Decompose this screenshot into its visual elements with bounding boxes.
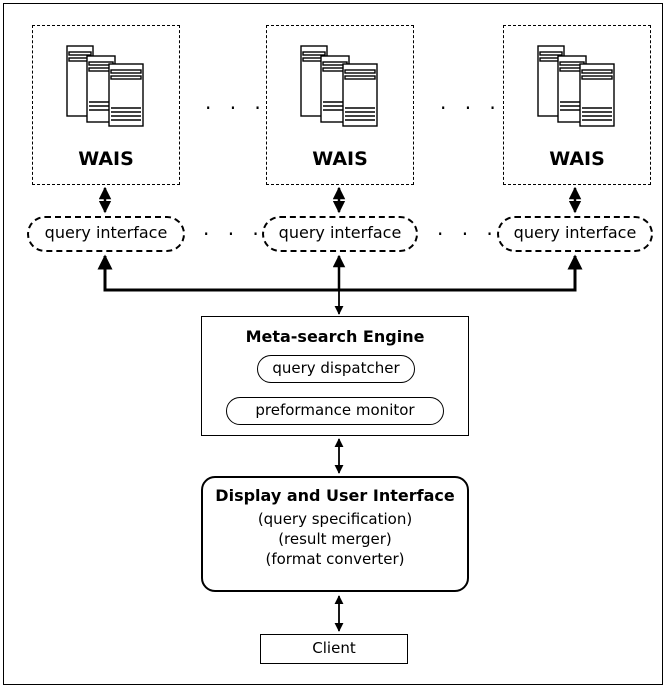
display-line-query-specification: (query specification) [257,510,413,528]
diagram-frame [3,3,663,685]
query-interface-2: query interface [262,216,418,252]
engine-title: Meta-search Engine [245,327,425,346]
query-interface-3: query interface [497,216,653,252]
meta-search-engine-box: Meta-search Engine query dispatcher pref… [201,316,469,436]
display-user-interface-box: Display and User Interface (query specif… [201,476,469,592]
wais-box-1: WAIS [32,25,180,185]
display-line-format-converter: (format converter) [265,550,405,568]
performance-monitor-pill: preformance monitor [226,397,444,425]
query-dispatcher-pill: query dispatcher [257,355,415,383]
client-box: Client [260,634,408,664]
query-interface-1: query interface [27,216,185,252]
ellipsis-mid-1: · · · [203,222,265,246]
wais-box-2: WAIS [266,25,414,185]
server-rack-icon [537,45,615,127]
wais-label: WAIS [312,148,368,170]
display-line-result-merger: (result merger) [278,530,392,548]
wais-label: WAIS [78,148,134,170]
ellipsis-top-2: · · · [440,96,502,120]
ellipsis-top-1: · · · [205,96,267,120]
server-rack-icon [66,45,144,127]
server-rack-icon [300,45,378,127]
display-title: Display and User Interface [215,486,455,505]
wais-label: WAIS [549,148,605,170]
wais-box-3: WAIS [503,25,651,185]
ellipsis-mid-2: · · · [437,222,499,246]
